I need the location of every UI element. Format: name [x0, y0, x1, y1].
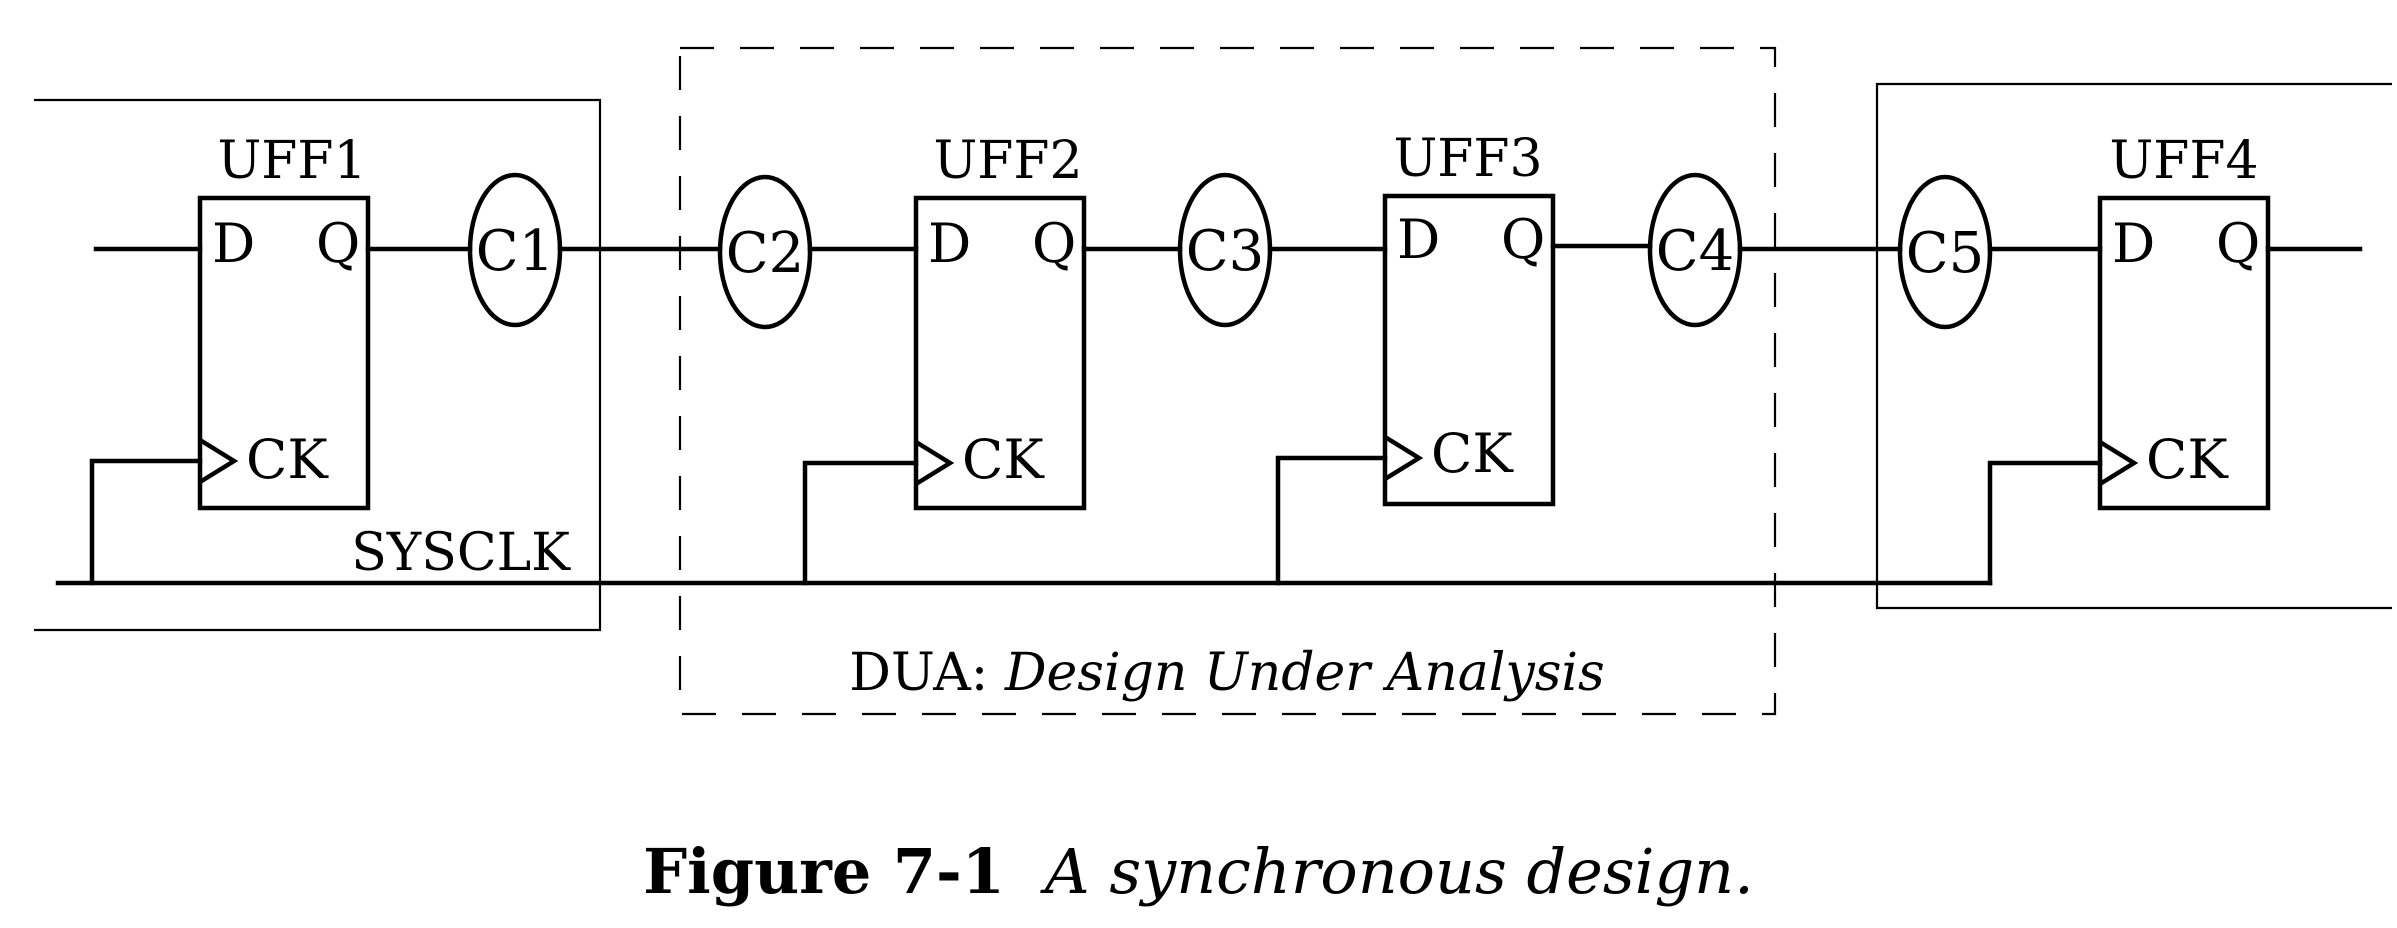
uff3-q-pin-label: Q: [1501, 208, 1545, 271]
flipflop-uff3-body: [1382, 193, 1556, 507]
left-module-box: [34, 98, 602, 632]
flipflop-uff2-body: [913, 195, 1087, 511]
clock-triangle-uff3: [1383, 435, 1424, 481]
clock-triangle-uff4: [2098, 440, 2139, 486]
flipflop-uff2-name: UFF2: [933, 131, 1082, 191]
cloud-c3-label: C3: [1186, 219, 1264, 284]
cloud-c2-label: C2: [726, 221, 804, 286]
uff4-d-pin-label: D: [2112, 212, 2155, 275]
uff1-ck-pin-label: CK: [246, 428, 329, 491]
uff1-d-pin-label: D: [212, 212, 255, 275]
cloud-c2: [717, 174, 813, 330]
cloud-c1: [467, 172, 563, 328]
right-module-box: [1875, 82, 2392, 610]
cloud-c4: [1647, 172, 1743, 328]
flipflop-uff1-name: UFF1: [217, 131, 366, 191]
uff2-ck-pin-label: CK: [962, 428, 1045, 491]
uff3-d-pin-label: D: [1397, 208, 1440, 271]
uff4-q-pin-label: Q: [2216, 212, 2260, 275]
flipflop-uff4-name: UFF4: [2109, 131, 2258, 191]
dua-label-text: Design Under Analysis: [1004, 643, 1605, 703]
figure-caption: Figure 7-1 A synchronous design.: [0, 835, 2397, 908]
cloud-c1-label: C1: [476, 219, 554, 284]
clock-tree-wires: [55, 455, 2103, 586]
uff3-ck-pin-label: CK: [1431, 422, 1514, 485]
flipflop-uff1-body: [197, 195, 371, 511]
flipflop-uff3-name: UFF3: [1393, 129, 1542, 189]
dua-label: DUA: Design Under Analysis: [849, 643, 1604, 703]
dua-label-prefix: DUA:: [849, 643, 988, 703]
cloud-c5-label: C5: [1906, 221, 1984, 286]
data-path-wires: [93, 243, 2363, 252]
clock-triangle-uff2: [914, 440, 955, 486]
uff1-q-pin-label: Q: [316, 212, 360, 275]
uff2-d-pin-label: D: [928, 212, 971, 275]
sysclk-label: SYSCLK: [351, 523, 571, 583]
cloud-c5: [1897, 174, 1993, 330]
clock-triangle-uff1: [198, 438, 239, 484]
uff4-ck-pin-label: CK: [2146, 428, 2229, 491]
dua-dashed-box: [678, 46, 1777, 716]
figure-number: Figure 7-1: [643, 835, 1005, 908]
cloud-c4-label: C4: [1656, 219, 1734, 284]
figure-caption-text: A synchronous design.: [1044, 835, 1754, 908]
uff2-q-pin-label: Q: [1032, 212, 1076, 275]
flipflop-uff4-body: [2097, 195, 2271, 511]
cloud-c3: [1177, 172, 1273, 328]
